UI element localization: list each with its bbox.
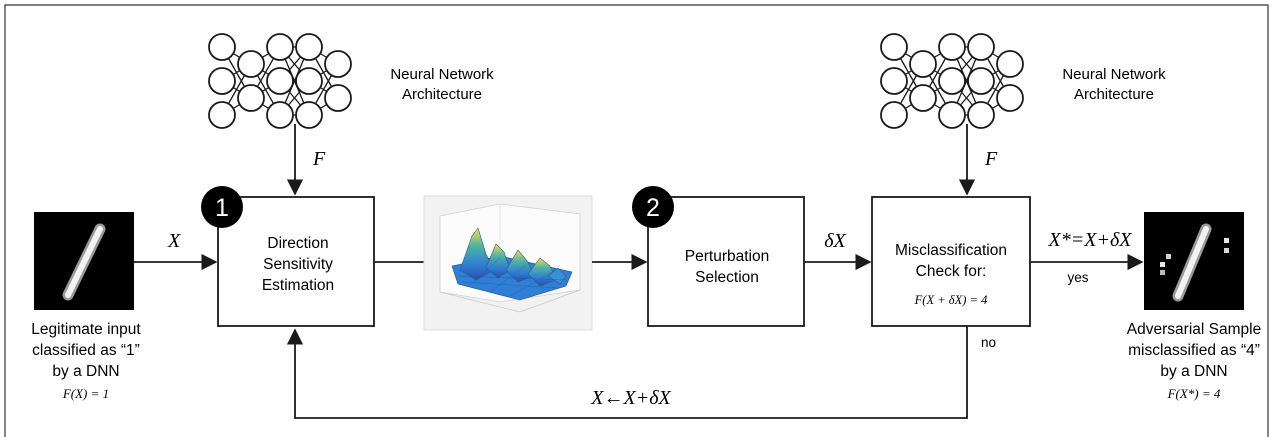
arrow-f-left-label: F <box>312 148 326 170</box>
input-formula: F(X) = 1 <box>62 386 109 401</box>
nn-left-label-line2: Architecture <box>402 86 482 103</box>
nn-node <box>938 101 966 129</box>
nn-node <box>880 101 908 129</box>
nn-node <box>208 101 236 129</box>
yes-label: yes <box>1067 270 1088 285</box>
misclassification-check-box <box>871 196 1031 327</box>
adversarial-digit-stroke <box>1160 223 1229 302</box>
nn-node <box>266 33 294 61</box>
nn-node <box>237 84 265 112</box>
step2-label-line2: Selection <box>695 269 759 286</box>
step1-label-line2: Sensitivity <box>263 256 333 273</box>
nn-node <box>909 50 937 78</box>
nn-node <box>295 101 323 129</box>
nn-node <box>996 84 1024 112</box>
input-caption-line2: classified as “1” <box>32 342 140 359</box>
nn-node <box>967 67 995 95</box>
input-digit-stroke <box>62 223 106 301</box>
sensitivity-surface-plot <box>423 195 593 331</box>
nn-node <box>967 101 995 129</box>
output-formula: F(X*) = 4 <box>1167 386 1221 401</box>
check-label-line1: Misclassification <box>895 242 1007 259</box>
loop-update-label: X←X+δX <box>590 387 671 409</box>
nn-node <box>266 101 294 129</box>
input-caption-line1: Legitimate input <box>31 321 141 338</box>
output-caption-line2: misclassified as “4” <box>1128 342 1260 359</box>
nn-node <box>938 67 966 95</box>
arrow-delta-x-label: δX <box>824 230 846 252</box>
nn-node <box>324 84 352 112</box>
nn-node <box>880 33 908 61</box>
check-formula: F(X + δX) = 4 <box>914 293 988 307</box>
step2-badge <box>632 186 674 228</box>
nn-node <box>938 33 966 61</box>
nn-node <box>880 67 908 95</box>
nn-node <box>909 84 937 112</box>
step2-label-line1: Perturbation <box>685 248 769 265</box>
step2-number: 2 <box>646 194 660 222</box>
feedback-loop-arrow <box>286 326 968 419</box>
neural-network-icon-right <box>880 33 1024 129</box>
arrow-x-input-label: X <box>167 230 181 252</box>
nn-right-label-line1: Neural Network <box>1062 66 1166 83</box>
arrow-f-right-label: F <box>984 148 998 170</box>
step1-label-line1: Direction <box>267 235 328 252</box>
output-caption-line3: by a DNN <box>1160 363 1227 380</box>
nn-node <box>208 33 236 61</box>
nn-node <box>324 50 352 78</box>
nn-left-label-line1: Neural Network <box>390 66 494 83</box>
step1-box <box>217 196 375 327</box>
step2-box <box>647 196 805 327</box>
neural-network-icon-left <box>208 33 352 129</box>
nn-node <box>295 67 323 95</box>
nn-right-label-line2: Architecture <box>1074 86 1154 103</box>
input-caption-line3: by a DNN <box>52 363 119 380</box>
nn-node <box>266 67 294 95</box>
no-label: no <box>981 335 996 350</box>
step1-badge <box>201 186 243 228</box>
nn-node <box>295 33 323 61</box>
step1-number: 1 <box>215 194 229 222</box>
nn-node <box>208 67 236 95</box>
nn-node <box>996 50 1024 78</box>
nn-node <box>967 33 995 61</box>
figure-frame <box>4 4 1269 437</box>
check-label-line2: Check for: <box>916 263 987 280</box>
output-caption-line1: Adversarial Sample <box>1127 321 1261 338</box>
output-formula-label: X*=X+δX <box>1048 229 1133 251</box>
step1-label-line3: Estimation <box>262 277 334 294</box>
nn-node <box>237 50 265 78</box>
